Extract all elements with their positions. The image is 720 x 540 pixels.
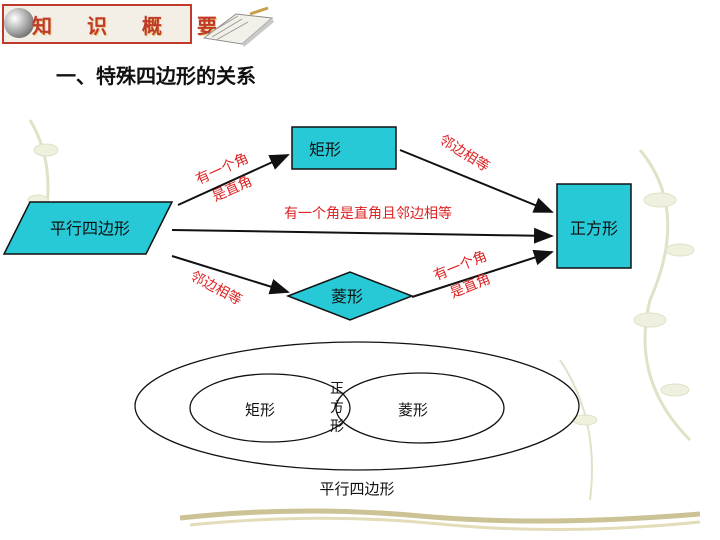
venn-center-label-1: 正: [330, 381, 344, 397]
arrow-para-to-rhombus: [171, 255, 290, 295]
parallelogram-node: [2, 201, 174, 255]
square-node: [556, 183, 632, 269]
venn-left-ellipse: [189, 373, 351, 443]
venn-center-label-2: 方: [330, 400, 344, 416]
venn-outer-ellipse: [134, 341, 580, 471]
venn-outer-label: 平行四边形: [319, 480, 394, 498]
square-label: 正方形: [570, 219, 618, 238]
rectangle-node: [291, 126, 397, 170]
header-title: 知 识 概 要: [32, 14, 231, 38]
book-icon: [202, 6, 274, 47]
edge-label-para-square: 有一个角是直角且邻边相等: [284, 205, 452, 222]
rhombus-node: [285, 271, 415, 321]
globe-icon: [4, 8, 34, 38]
rhombus-label: 菱形: [331, 287, 363, 306]
arrow-para-to-square: [171, 227, 554, 244]
section-title: 一、特殊四边形的关系: [56, 64, 256, 88]
venn-left-label: 矩形: [245, 401, 275, 419]
arrow-para-to-rect: [177, 154, 290, 206]
venn-center-label-3: 形: [330, 419, 344, 435]
rectangle-label: 矩形: [309, 140, 341, 159]
parallelogram-label: 平行四边形: [50, 219, 130, 238]
arrow-rect-to-square: [399, 149, 554, 213]
venn-right-ellipse: [335, 372, 505, 444]
arrow-rhombus-to-square: [411, 249, 554, 298]
venn-right-label: 菱形: [398, 401, 428, 419]
